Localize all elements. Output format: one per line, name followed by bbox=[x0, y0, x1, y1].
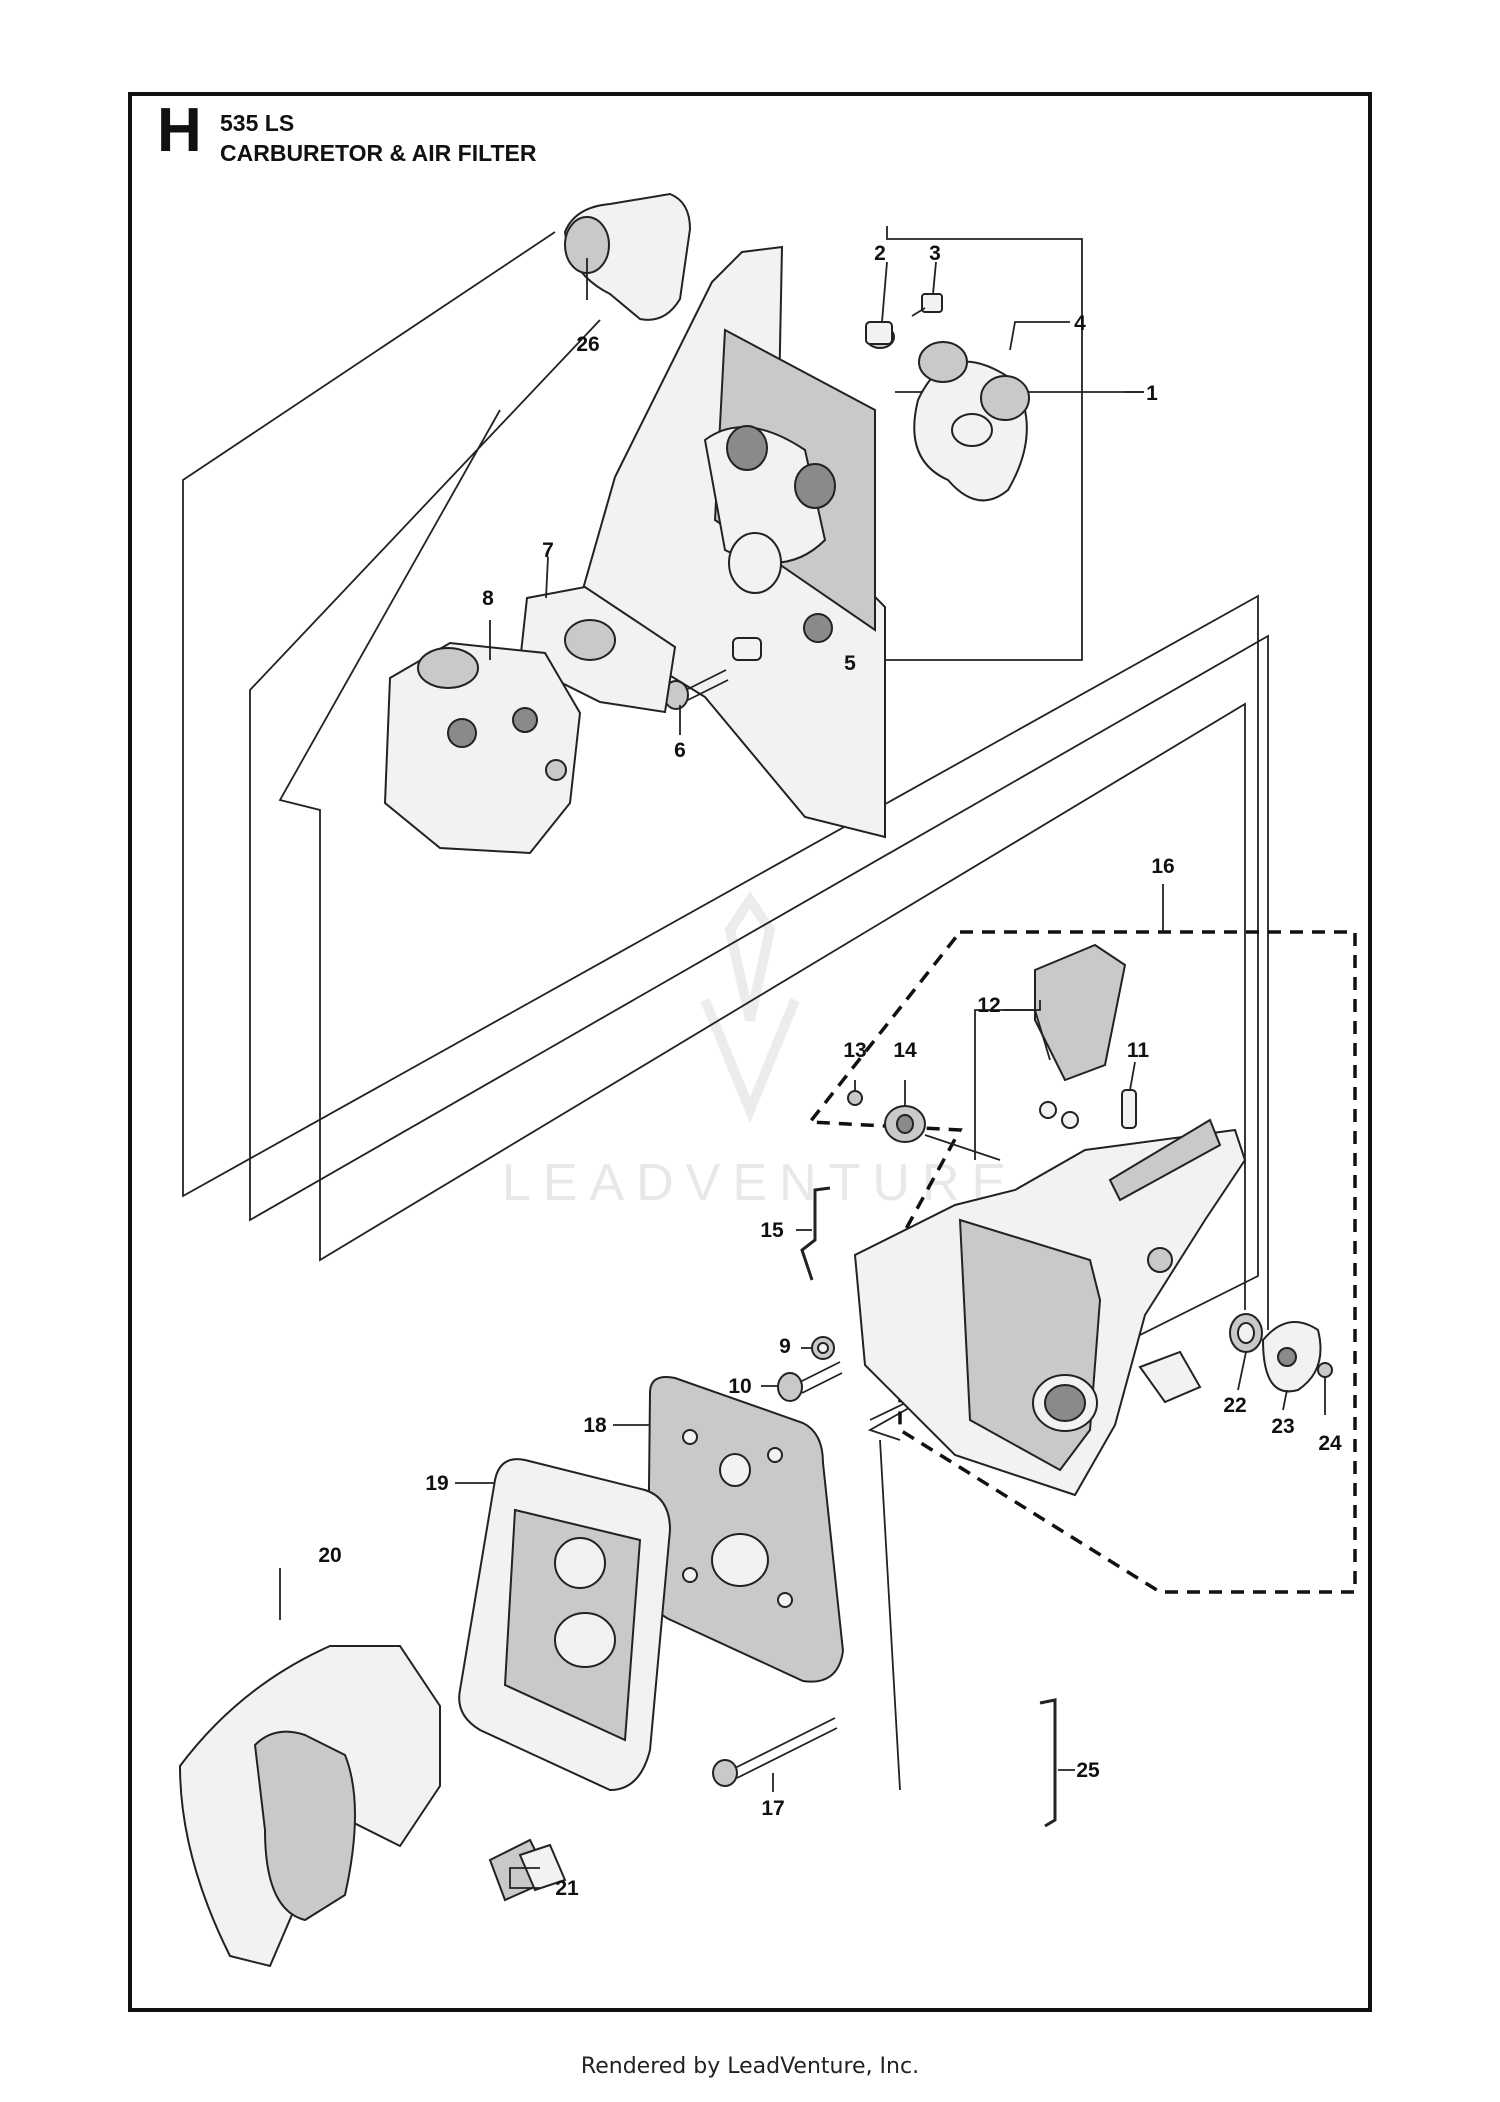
part-17-long-screw[interactable] bbox=[712, 1717, 838, 1787]
callout-2: 2 bbox=[874, 242, 886, 265]
callout-5: 5 bbox=[844, 652, 856, 675]
part-20-filter-cover[interactable] bbox=[178, 1645, 441, 1968]
section-letter: H bbox=[157, 96, 202, 165]
callout-15: 15 bbox=[760, 1219, 784, 1242]
diagram-frame bbox=[128, 92, 1372, 2012]
callout-4: 4 bbox=[1074, 312, 1086, 335]
part-23-cover[interactable] bbox=[1261, 1321, 1322, 1393]
part-13-screw[interactable] bbox=[847, 1090, 863, 1106]
part-22-seal[interactable] bbox=[1229, 1313, 1263, 1353]
part-8-carburetor[interactable] bbox=[383, 641, 582, 855]
callout-20: 20 bbox=[318, 1544, 341, 1567]
part-3-screw[interactable] bbox=[911, 293, 943, 317]
part-15-choke-rod[interactable] bbox=[800, 1186, 831, 1281]
callout-16: 16 bbox=[1151, 855, 1174, 878]
part-12-choke-lever[interactable] bbox=[1034, 943, 1127, 1129]
model-label: 535 LS bbox=[220, 110, 295, 136]
part-1-carburetor-bracket[interactable] bbox=[573, 245, 886, 839]
footer-credit: Rendered by LeadVenture, Inc. bbox=[580, 2054, 920, 2079]
watermark-logo-icon bbox=[700, 890, 800, 1124]
part-16-air-filter-housing[interactable] bbox=[853, 1118, 1247, 1497]
part-4-flange[interactable] bbox=[913, 341, 1030, 502]
callout-11: 11 bbox=[1127, 1039, 1150, 1062]
part-14-grommet[interactable] bbox=[884, 1105, 926, 1143]
callout-10: 10 bbox=[728, 1375, 751, 1398]
callout-17: 17 bbox=[761, 1797, 784, 1820]
callout-13: 13 bbox=[843, 1039, 866, 1062]
callout-19: 19 bbox=[425, 1472, 448, 1495]
callout-6: 6 bbox=[674, 739, 686, 762]
callout-22: 22 bbox=[1223, 1394, 1246, 1417]
callout-21: 21 bbox=[555, 1877, 579, 1900]
part-19-air-filter[interactable] bbox=[458, 1458, 672, 1792]
assembly-lines bbox=[182, 226, 1269, 1791]
part-2-bushing[interactable] bbox=[865, 321, 895, 349]
part-18-filter-plate[interactable] bbox=[646, 1376, 845, 1683]
callout-26: 26 bbox=[576, 333, 599, 356]
callout-12: 12 bbox=[977, 994, 1000, 1017]
part-11-clip[interactable] bbox=[1121, 1089, 1137, 1129]
callout-14: 14 bbox=[893, 1039, 917, 1062]
callout-23: 23 bbox=[1271, 1415, 1294, 1438]
part-26-intake-elbow[interactable] bbox=[563, 192, 692, 321]
part-21-cover-clip[interactable] bbox=[488, 1838, 567, 1902]
callout-1: 1 bbox=[1146, 382, 1158, 405]
callout-18: 18 bbox=[583, 1414, 607, 1437]
callout-7: 7 bbox=[542, 539, 554, 562]
part-10-screw[interactable] bbox=[777, 1361, 843, 1402]
part-5-bushing[interactable] bbox=[732, 637, 762, 661]
callout-24: 24 bbox=[1318, 1432, 1342, 1455]
callout-9: 9 bbox=[779, 1335, 791, 1358]
part-25-rod[interactable] bbox=[1039, 1698, 1057, 1828]
callout-numbers: 2 3 4 1 26 7 8 5 6 16 12 13 14 11 15 9 1… bbox=[318, 242, 1342, 1900]
callout-25: 25 bbox=[1076, 1759, 1100, 1782]
callout-8: 8 bbox=[482, 587, 494, 610]
leader-lines bbox=[279, 258, 1326, 1889]
callout-3: 3 bbox=[929, 242, 941, 265]
part-24-screw[interactable] bbox=[1317, 1362, 1333, 1378]
part-9-washer[interactable] bbox=[811, 1336, 835, 1360]
diagram-title: CARBURETOR & AIR FILTER bbox=[220, 140, 537, 166]
